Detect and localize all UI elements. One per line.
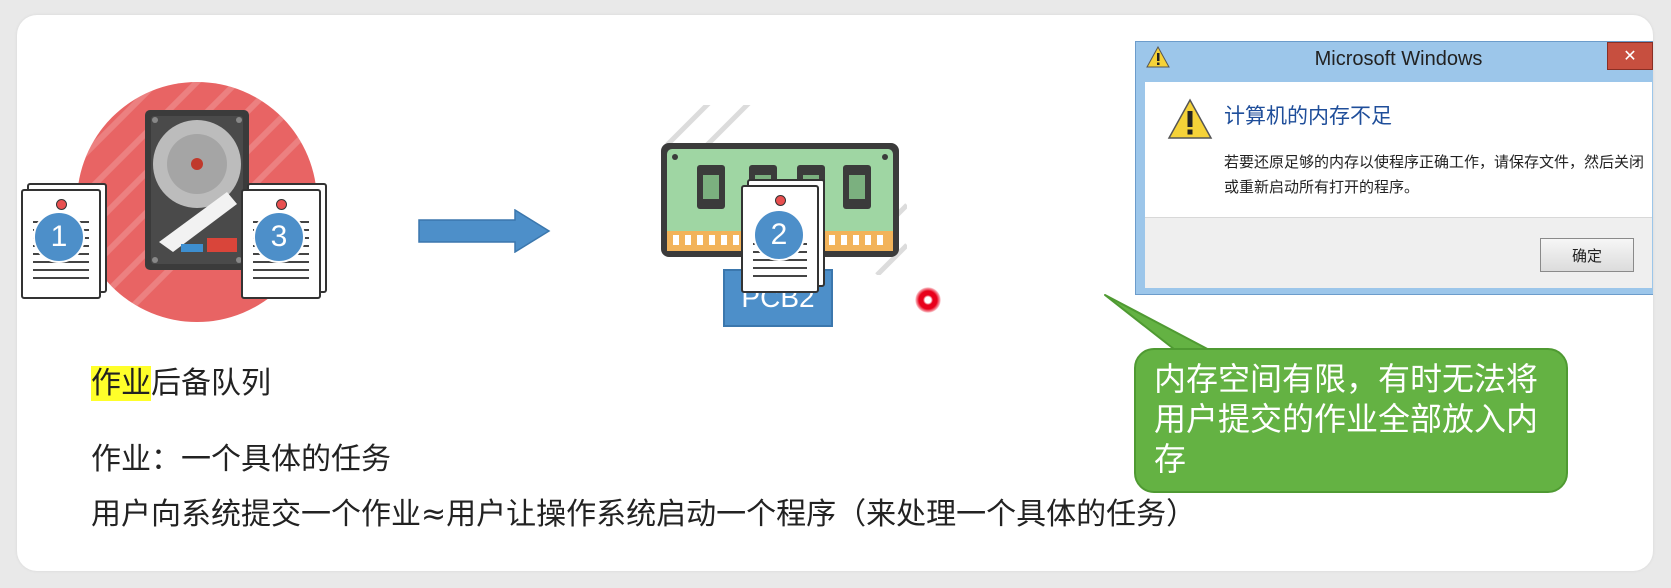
- warning-icon: [1146, 45, 1170, 68]
- out-of-memory-dialog: Microsoft Windows ✕ 计算机的内存不足 若要还原足够的内存以使…: [1135, 41, 1653, 295]
- memory-limit-callout: 内存空间有限，有时无法将用户提交的作业全部放入内存: [1134, 348, 1568, 493]
- callout-tail: [1097, 293, 1217, 357]
- dialog-title: Microsoft Windows: [1314, 48, 1483, 70]
- dialog-footer: 确定: [1145, 217, 1652, 288]
- warning-icon: [1167, 98, 1213, 140]
- job-queue-rest: 后备队列: [151, 366, 271, 401]
- dialog-heading: 计算机的内存不足: [1224, 104, 1392, 128]
- job-equivalence: 用户向系统提交一个作业≈用户让操作系统启动一个程序（来处理一个具体的任务）: [91, 497, 1197, 532]
- document-3-number: 3: [253, 211, 305, 263]
- ok-button[interactable]: 确定: [1540, 238, 1634, 272]
- laser-pointer-dot: [915, 287, 941, 313]
- dialog-message: 若要还原足够的内存以使程序正确工作，请保存文件，然后关闭或重新启动所有打开的程序…: [1224, 153, 1645, 196]
- job-highlight: 作业: [91, 366, 151, 401]
- pin-icon: [276, 199, 287, 210]
- job-definition: 作业：一个具体的任务: [91, 442, 391, 477]
- pin-icon: [775, 195, 786, 206]
- right-arrow-icon: [417, 208, 552, 254]
- dialog-body: 计算机的内存不足 若要还原足够的内存以使程序正确工作，请保存文件，然后关闭或重新…: [1145, 82, 1652, 217]
- hard-disk-illustration: [77, 82, 337, 322]
- job-queue-caption: 作业后备队列: [91, 365, 271, 403]
- slide: 1 3: [17, 15, 1653, 571]
- close-button[interactable]: ✕: [1607, 42, 1653, 70]
- document-2-number: 2: [753, 209, 805, 261]
- pin-icon: [56, 199, 67, 210]
- document-1-number: 1: [33, 211, 85, 263]
